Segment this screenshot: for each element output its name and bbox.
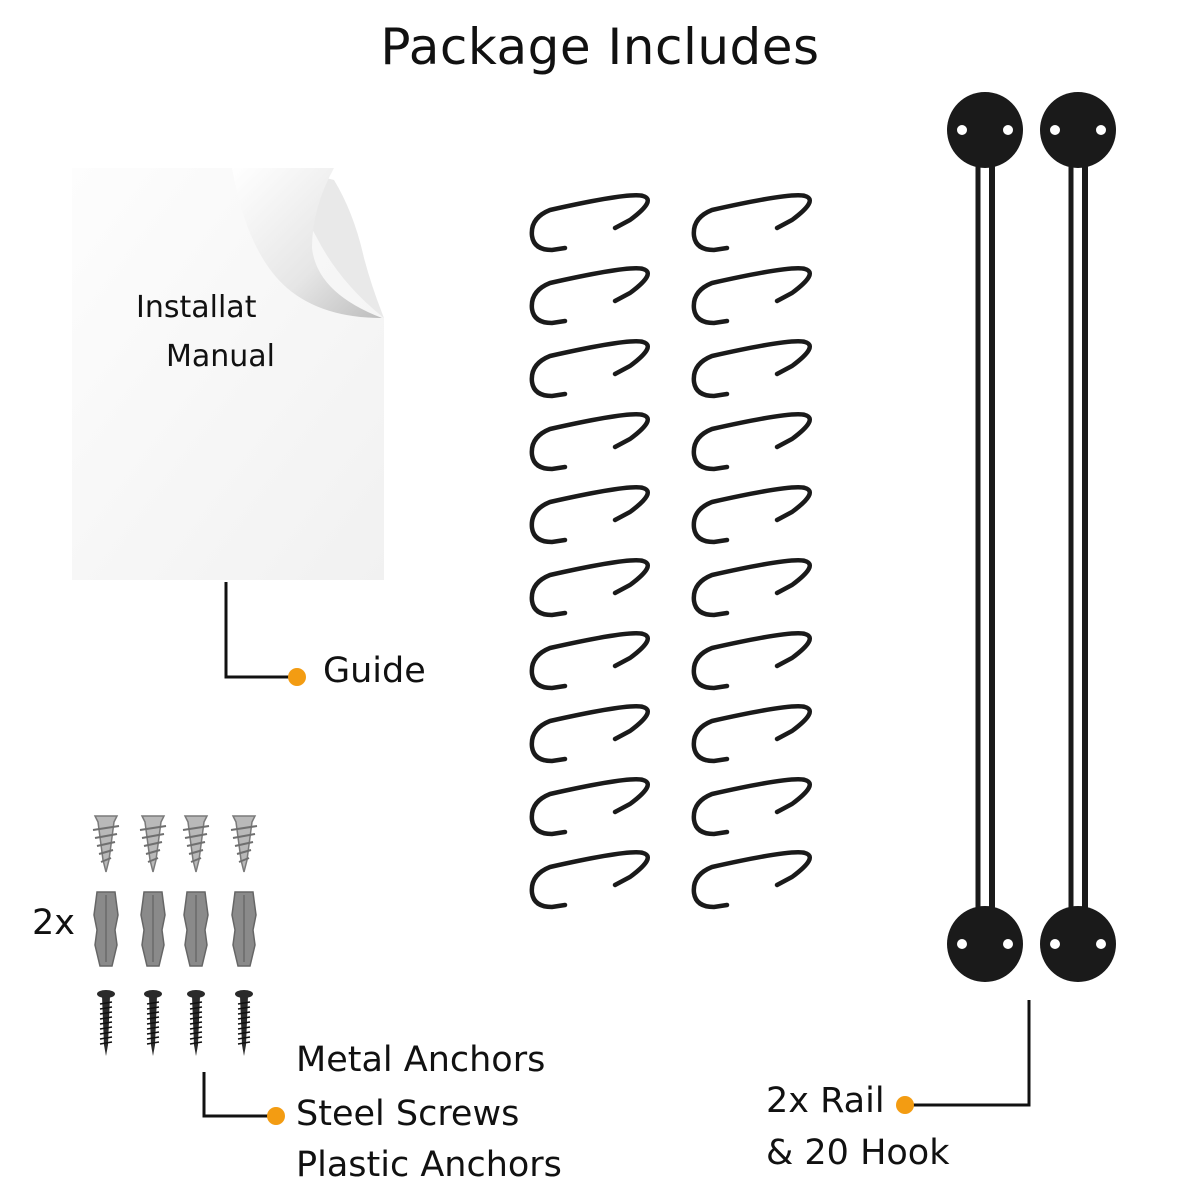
s-hook-icon [691, 558, 812, 618]
s-hook-icon [691, 777, 812, 837]
s-hook-icon [529, 412, 650, 472]
s-hook-icon [529, 485, 650, 545]
page-title: Package Includes [380, 18, 820, 76]
s-hook-icon [529, 558, 650, 618]
steel-screw-icon [187, 990, 205, 1056]
steel-screw-icon [97, 990, 115, 1056]
plastic-anchor-icon [93, 891, 119, 967]
s-hook-icon [691, 193, 812, 253]
s-hook-icon [529, 777, 650, 837]
rail-right [1040, 92, 1116, 982]
s-hook-icon [529, 266, 650, 326]
steel-screw-icon [144, 990, 162, 1056]
metal-anchor-icon [92, 815, 120, 873]
hardware-label-metal-anchors: Metal Anchors [296, 1040, 546, 1080]
s-hook-icon [529, 339, 650, 399]
s-hook-icon [691, 704, 812, 764]
s-hook-icon [691, 850, 812, 910]
s-hook-icon [529, 631, 650, 691]
manual-page [72, 168, 384, 580]
guide-label: Guide [323, 651, 426, 691]
s-hook-icon [529, 193, 650, 253]
hardware-label-steel-screws: Steel Screws [296, 1094, 520, 1134]
multiplier-label: 2x [32, 903, 75, 943]
rail-left [947, 92, 1023, 982]
plastic-anchor-icon [140, 891, 166, 967]
s-hook-icon [691, 485, 812, 545]
plastic-anchor-icon [231, 891, 257, 967]
s-hook-icon [691, 631, 812, 691]
rail-label-line-2: & 20 Hook [766, 1133, 950, 1173]
s-hook-icon [691, 339, 812, 399]
rail-label-line-1: 2x Rail [766, 1081, 885, 1121]
steel-screw-icon [235, 990, 253, 1056]
plastic-anchor-icon [183, 891, 209, 967]
s-hook-icon [529, 704, 650, 764]
metal-anchor-icon [139, 815, 167, 873]
metal-anchor-icon [182, 815, 210, 873]
manual-title-line-2: Manual [166, 339, 276, 374]
manual-title-line-1: Installat [136, 290, 257, 325]
hardware-label-plastic-anchors: Plastic Anchors [296, 1145, 562, 1185]
s-hook-icon [691, 412, 812, 472]
s-hook-icon [529, 850, 650, 910]
s-hook-icon [691, 266, 812, 326]
metal-anchor-icon [230, 815, 258, 873]
